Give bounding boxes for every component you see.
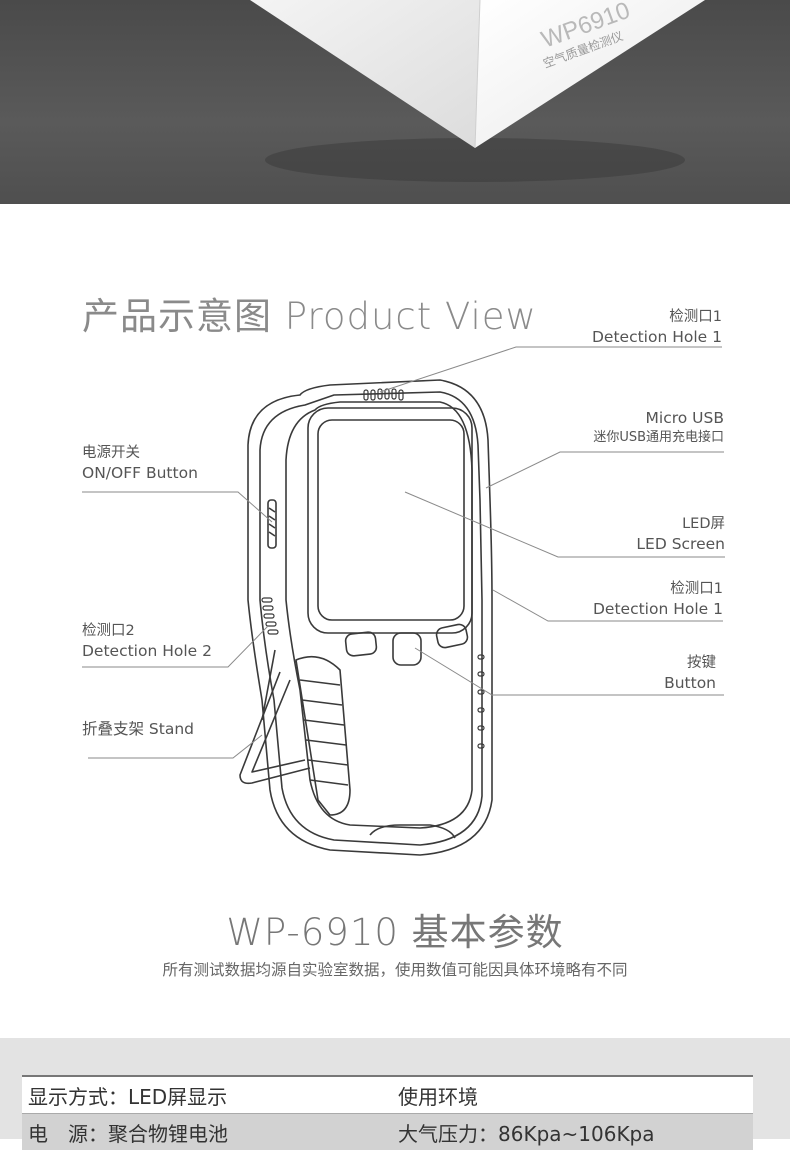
callout-detection-hole-2: 检测口2 Detection Hole 2: [82, 621, 212, 661]
callout-power-zh: 电源开关: [82, 443, 198, 463]
table-cell: 电 源：聚合物锂电池: [22, 1114, 386, 1150]
callout-detection-hole-2-zh: 检测口2: [82, 621, 212, 641]
callout-stand-label: 折叠支架 Stand: [82, 719, 194, 739]
callout-detection-hole-top-zh: 检测口1: [592, 307, 722, 327]
specs-subtitle: 所有测试数据均源自实验室数据，使用数值可能因具体环境略有不同: [0, 958, 790, 980]
callout-micro-usb-en: Micro USB: [593, 408, 724, 428]
callout-led-screen-zh: LED屏: [636, 514, 725, 534]
callout-detection-hole-top-en: Detection Hole 1: [592, 327, 722, 347]
callout-button-en: Button: [664, 673, 716, 693]
callout-button-zh: 按键: [664, 653, 716, 673]
callout-led-screen: LED屏 LED Screen: [636, 514, 725, 554]
callout-power: 电源开关 ON/OFF Button: [82, 443, 198, 483]
callout-detection-hole-side-zh: 检测口1: [593, 579, 723, 599]
callout-stand: 折叠支架 Stand: [82, 719, 194, 739]
callout-micro-usb-zh: 迷你USB通用充电接口: [593, 428, 724, 448]
table-cell: 显示方式：LED屏显示: [22, 1076, 386, 1114]
table-row: 显示方式：LED屏显示 使用环境: [22, 1076, 753, 1114]
callout-detection-hole-side: 检测口1 Detection Hole 1: [593, 579, 723, 619]
callout-detection-hole-top: 检测口1 Detection Hole 1: [592, 307, 722, 347]
callout-micro-usb: Micro USB 迷你USB通用充电接口: [593, 408, 724, 448]
callout-detection-hole-side-en: Detection Hole 1: [593, 599, 723, 619]
table-row: 电 源：聚合物锂电池 大气压力：86Kpa~106Kpa: [22, 1114, 753, 1150]
table-cell: 大气压力：86Kpa~106Kpa: [386, 1114, 753, 1150]
table-cell: 使用环境: [386, 1076, 753, 1114]
callout-led-screen-en: LED Screen: [636, 534, 725, 554]
callout-power-en: ON/OFF Button: [82, 463, 198, 483]
specs-title: WP-6910 基本参数: [0, 902, 790, 956]
callout-button: 按键 Button: [664, 653, 716, 693]
callout-detection-hole-2-en: Detection Hole 2: [82, 641, 212, 661]
